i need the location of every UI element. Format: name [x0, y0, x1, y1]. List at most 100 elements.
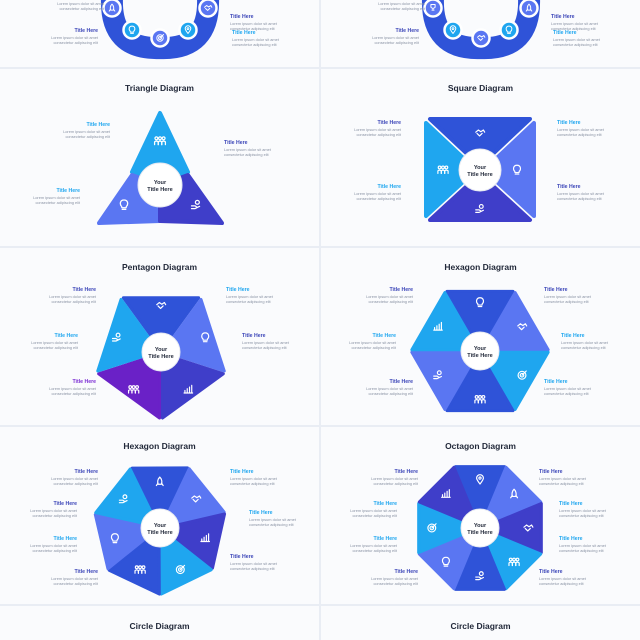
- page-title-circle-b: Circle Diagram: [450, 621, 511, 631]
- text-block-body: Lorem ipsum dolor sit amet consectetur a…: [539, 476, 586, 486]
- text-block-title: Title Here: [389, 379, 413, 385]
- text-block-body: Lorem ipsum dolor sit amet consectetur a…: [249, 517, 296, 527]
- text-block-title: Title Here: [559, 501, 583, 507]
- chart-icon: [433, 321, 443, 331]
- text-block-body: Lorem ipsum dolor sit amet consectetur a…: [366, 386, 413, 396]
- money-hand-icon: [190, 199, 201, 210]
- people-icon: [508, 557, 520, 567]
- page-title-triangle: Triangle Diagram: [125, 83, 194, 93]
- text-block-title: Title Here: [557, 184, 581, 190]
- chart-icon: [441, 489, 451, 498]
- text-block-body: Lorem ipsum dolor sit amet consectetur a…: [559, 543, 606, 553]
- center-circle: [140, 508, 180, 548]
- center-circle: [458, 148, 502, 192]
- text-block-body: Lorem ipsum dolor sit amet consectetur a…: [242, 340, 289, 350]
- diagram-segment: [454, 465, 506, 528]
- text-block-body: Lorem ipsum dolor sit amet consectetur a…: [51, 476, 98, 486]
- text-block-body: Lorem ipsum dolor sit amet consectetur a…: [553, 37, 600, 47]
- target-icon: [427, 523, 437, 533]
- text-block-title: Title Here: [395, 28, 419, 34]
- page-title-circle-a: Circle Diagram: [129, 621, 190, 631]
- text-block-title: Title Here: [372, 333, 396, 339]
- diagram-segment: [428, 117, 532, 168]
- text-block-body: Lorem ipsum dolor sit amet consectetur a…: [557, 127, 604, 137]
- lightbulb-icon: [475, 297, 485, 308]
- trophy-icon: [430, 4, 436, 11]
- people-icon: [134, 565, 146, 574]
- diagram-segment: [159, 528, 213, 596]
- text-block-title: Title Here: [394, 469, 418, 475]
- diagram-segment: [480, 291, 550, 352]
- chain-node: [178, 20, 198, 40]
- center-line2: Title Here: [467, 172, 492, 178]
- diagram-segment: [428, 172, 532, 222]
- chart-icon: [183, 384, 194, 394]
- diagram-segment: [424, 121, 478, 218]
- text-block-title: Title Here: [539, 469, 563, 475]
- page-title-octagon: Octagon Diagram: [445, 441, 516, 451]
- center-line1: Your: [154, 523, 167, 529]
- page-title-square: Square Diagram: [447, 83, 514, 93]
- diagram-segment: [482, 121, 536, 218]
- money-hand-icon: [111, 332, 121, 342]
- diagram-svg: [101, 0, 219, 60]
- center-circle: [141, 332, 181, 372]
- text-block-body: Lorem ipsum dolor sit amet consectetur a…: [539, 576, 586, 586]
- chain-node: [471, 28, 491, 48]
- diagram-segment: [445, 289, 515, 350]
- chain-node: [122, 20, 142, 40]
- people-icon: [437, 165, 449, 174]
- chain-node: [102, 0, 122, 18]
- rocket-icon: [525, 3, 533, 12]
- lightbulb-icon: [441, 556, 450, 567]
- text-block-body: Lorem ipsum dolor sit amet consectetur a…: [366, 294, 413, 304]
- text-block-body: Lorem ipsum dolor sit amet consectetur a…: [349, 340, 396, 350]
- center-line2: Title Here: [147, 187, 172, 193]
- text-block-title: Title Here: [394, 569, 418, 575]
- text-block-body: Lorem ipsum dolor sit amet consectetur a…: [559, 508, 606, 518]
- text-block-body: Lorem ipsum dolor sit amet consectetur a…: [232, 37, 279, 47]
- text-block-body: Lorem ipsum dolor sit amet consectetur a…: [63, 129, 110, 139]
- target-icon: [175, 564, 186, 575]
- text-block-body: Lorem ipsum dolor sit amet consectetur a…: [544, 386, 591, 396]
- text-block-body: Lorem ipsum dolor sit amet consectetur a…: [51, 35, 98, 45]
- people-icon: [474, 394, 486, 404]
- text-block-title: Title Here: [86, 122, 110, 128]
- page-title-hexagon-b: Hexagon Diagram: [123, 441, 196, 451]
- target-icon: [517, 370, 527, 380]
- chain-node: [499, 20, 519, 40]
- center-line1: Your: [474, 346, 487, 352]
- center-line1: Your: [474, 165, 487, 171]
- money-hand-icon: [433, 370, 442, 380]
- chain-node: [519, 0, 539, 18]
- chain-node: [443, 20, 463, 40]
- location-icon: [184, 25, 192, 34]
- handshake-icon: [475, 129, 486, 137]
- text-block-body: Lorem ipsum dolor sit amet consectetur a…: [49, 294, 96, 304]
- text-block-body: Lorem ipsum dolor sit amet consectetur a…: [230, 21, 277, 31]
